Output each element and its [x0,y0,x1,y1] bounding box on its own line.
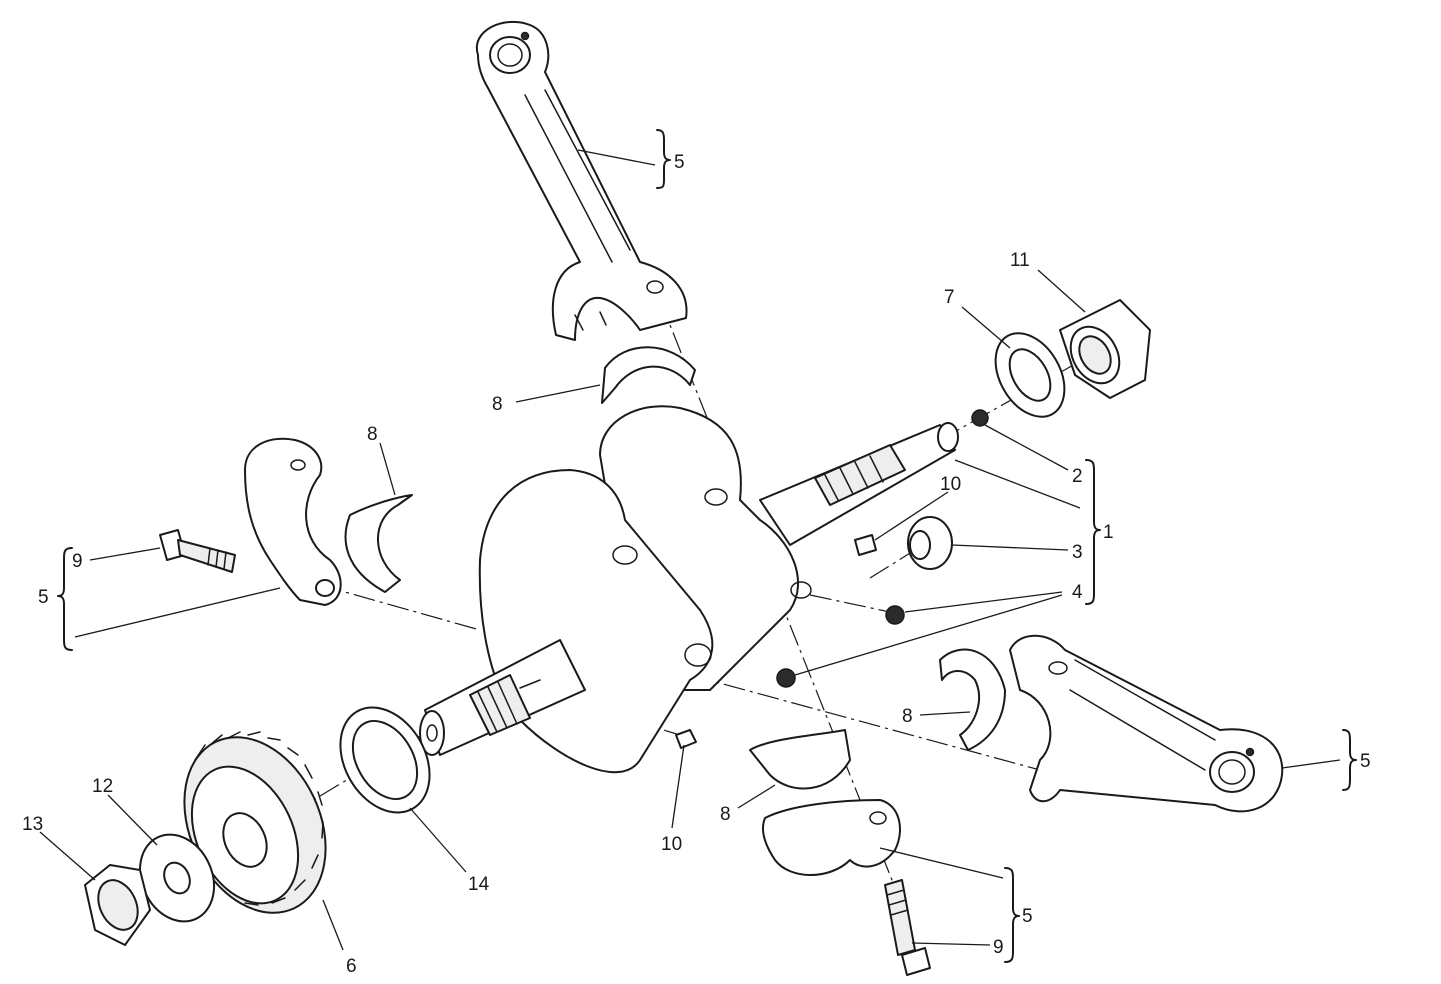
bearing-shell-top [601,346,696,404]
callout-2-plug: 2 [1072,466,1083,487]
connecting-rod-top [475,20,688,341]
washer-12 [139,833,215,923]
group-braces [57,129,1357,963]
callout-5-left-cap: 5 [38,587,49,608]
callout-1-crankshaft: 1 [1103,522,1114,543]
washer-7 [994,332,1066,418]
rod-cap-left [244,437,342,606]
callout-5-right-rod: 5 [1360,751,1371,772]
callout-9-bolt-bottom: 9 [993,937,1004,958]
crankshaft [419,405,959,774]
callout-10-key-lower: 10 [661,834,682,855]
callout-3-bearing: 3 [1072,542,1083,563]
gear-6 [183,731,327,914]
callout-8-right-shell: 8 [902,706,913,727]
bearing-shell-bottom [749,729,851,790]
callout-13-nut: 13 [22,814,43,835]
bearing-shell-left [344,494,413,593]
callout-5-top-rod: 5 [674,152,685,173]
thrust-washer-14 [339,706,431,814]
leader-lines [39,149,1341,951]
rod-cap-bottom [762,799,901,876]
plug-4 [776,605,905,688]
callout-4-plug: 4 [1072,582,1083,603]
callout-8-left-shell: 8 [367,424,378,445]
callout-14-thrust-washer: 14 [468,874,490,895]
callout-12-washer: 12 [92,776,113,797]
callout-8-top-shell: 8 [492,394,503,415]
bolt-9-left [159,529,236,573]
callout-6-gear: 6 [346,956,357,977]
bearing-shell-right [939,648,1006,751]
callout-labels: 5 8 8 11 7 2 1 10 3 4 9 5 8 5 8 5 9 10 1… [22,152,1371,977]
bolt-9-bottom [884,879,931,976]
key-10-upper [854,534,877,556]
callout-10-key-upper: 10 [940,474,961,495]
nut-11 [1059,299,1151,399]
callout-8-bottom-shell: 8 [720,804,731,825]
connecting-rod-right [1009,634,1284,813]
nut-13 [84,864,151,946]
callout-11-nut: 11 [1010,250,1030,271]
key-10-lower [675,729,697,749]
plug-2 [971,409,989,427]
callout-7-washer: 7 [944,287,955,308]
callout-5-bottom-cap: 5 [1022,906,1033,927]
callout-9-bolt-left: 9 [72,551,83,572]
bearing-3 [907,516,953,570]
